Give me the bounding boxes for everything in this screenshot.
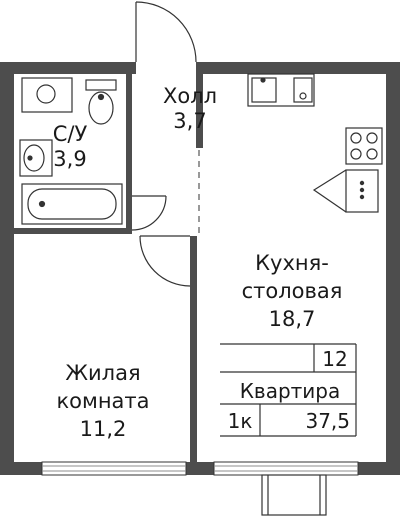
fridge bbox=[312, 169, 379, 213]
living-door bbox=[139, 235, 191, 287]
cooktop bbox=[345, 127, 383, 165]
entrance-door bbox=[135, 1, 197, 63]
wall-outer-right bbox=[386, 62, 400, 475]
wall-top-left bbox=[0, 62, 136, 74]
apartment-title: Квартира bbox=[240, 379, 341, 403]
bathroom-door bbox=[131, 195, 167, 231]
wall-bathroom-bottom bbox=[14, 228, 132, 234]
kitchen-tap bbox=[293, 77, 313, 103]
window-kitchen bbox=[213, 461, 359, 476]
bathroom-name: С/У bbox=[53, 122, 88, 146]
wall-living-right bbox=[190, 236, 197, 462]
washbasin-top bbox=[21, 77, 73, 113]
kitchen-sink bbox=[251, 77, 277, 103]
hall-name: Холл bbox=[163, 84, 217, 108]
toilet bbox=[85, 79, 117, 125]
bathroom-area: 3,9 bbox=[53, 147, 86, 171]
total-area: 37,5 bbox=[305, 409, 350, 433]
wall-bottom-right bbox=[358, 462, 400, 475]
living-name-line2: комната bbox=[56, 389, 149, 413]
apartment-number: 12 bbox=[322, 347, 347, 371]
wall-bottom-mid bbox=[186, 462, 214, 475]
wall-hall-right bbox=[196, 62, 203, 148]
washbasin-side bbox=[19, 139, 53, 177]
wall-bottom-left bbox=[0, 462, 42, 475]
kitchen-name-line2: столовая bbox=[242, 279, 343, 303]
wall-bathroom-right bbox=[126, 62, 132, 234]
wall-outer-left bbox=[0, 62, 14, 475]
rooms-count: 1к bbox=[228, 409, 253, 433]
balcony-door bbox=[261, 474, 327, 516]
kitchen-name-line1: Кухня- bbox=[255, 251, 329, 275]
kitchen-counter bbox=[247, 73, 315, 107]
kitchen-area: 18,7 bbox=[269, 307, 316, 331]
walls bbox=[0, 62, 400, 475]
window-living bbox=[41, 461, 187, 476]
hall-area: 3,7 bbox=[173, 109, 206, 133]
living-name-line1: Жилая bbox=[65, 361, 140, 385]
living-area: 11,2 bbox=[80, 417, 127, 441]
wall-top-right bbox=[196, 62, 400, 74]
info-table bbox=[220, 343, 357, 437]
bathtub bbox=[21, 183, 123, 225]
